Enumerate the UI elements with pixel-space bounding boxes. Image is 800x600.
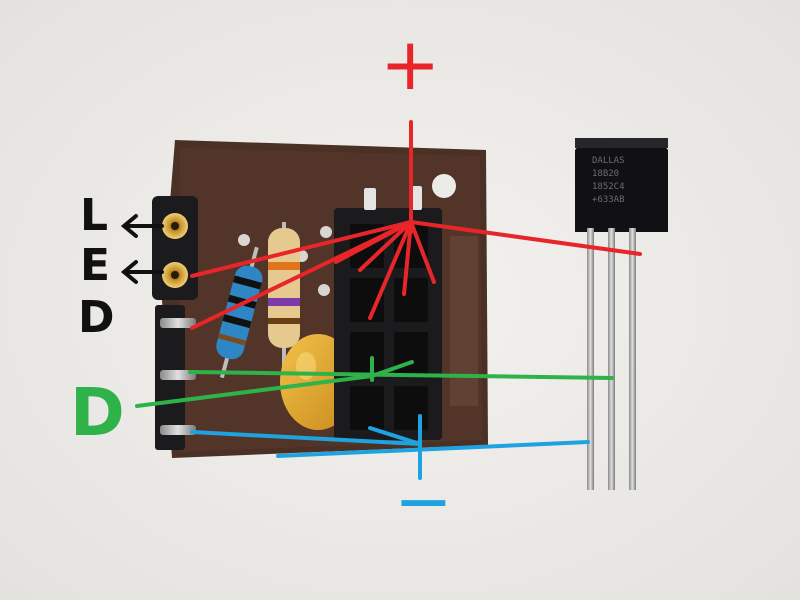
mount-hole-icon <box>320 226 332 238</box>
red-annotation-lines <box>190 120 642 330</box>
socket-header <box>334 186 442 440</box>
sensor-leg <box>608 228 615 490</box>
green-annotation-lines <box>135 356 614 408</box>
mount-hole-icon <box>318 284 330 296</box>
label-d-black: D <box>78 292 115 343</box>
blue-annotation-lines <box>190 414 590 480</box>
resistor-blue <box>216 246 263 379</box>
arrow-left-icon <box>120 214 138 238</box>
mount-hole-icon <box>238 234 250 246</box>
chip-text: +633AB <box>592 195 625 205</box>
header-pin <box>160 318 196 328</box>
socket-hole <box>394 278 428 322</box>
header-pin <box>160 370 196 380</box>
label-e: E <box>80 240 111 291</box>
black-arrows <box>120 214 164 284</box>
sensor-leg <box>587 228 594 490</box>
label-d-green: D <box>70 374 125 451</box>
jack-sockets <box>152 196 198 300</box>
chip-text: 1852C4 <box>592 182 625 192</box>
socket-hole <box>350 332 384 376</box>
socket-hole <box>394 386 428 430</box>
label-l: L <box>80 190 109 241</box>
chip-text: DALLAS <box>592 156 625 166</box>
resistor-beige <box>268 222 300 368</box>
header-pin <box>160 425 196 435</box>
mount-hole-icon <box>432 174 456 198</box>
pin-header-left <box>155 305 196 450</box>
socket-hole <box>394 332 428 376</box>
socket-hole <box>394 224 428 268</box>
pcb-silkscreen-strip <box>450 236 478 406</box>
label-plus: + <box>380 22 441 106</box>
arrow-left-icon <box>120 260 138 284</box>
socket-hole <box>350 386 384 430</box>
label-minus: − <box>394 460 453 542</box>
sensor-leg <box>629 228 636 490</box>
chip-text: 18B20 <box>592 169 619 179</box>
ds18b20-sensor: DALLAS 18B20 1852C4 +633AB <box>575 138 668 490</box>
socket-hole <box>350 278 384 322</box>
